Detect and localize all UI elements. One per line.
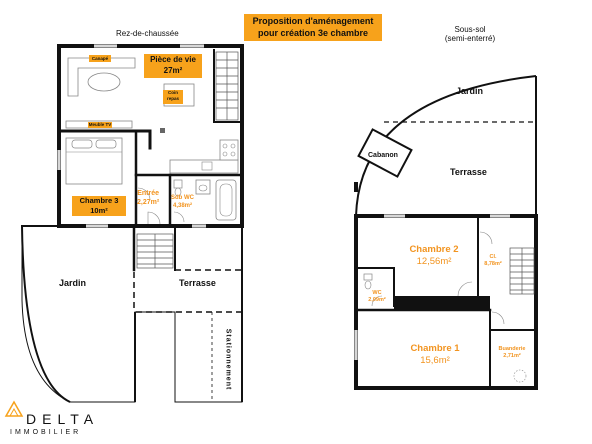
proposal-line2: pour création 3e chambre: [257, 28, 369, 38]
entry-name: Entrée: [137, 190, 159, 197]
tv-cabinet-label: Meuble TV: [88, 122, 112, 128]
basement-title-line2: (semi-enterré): [444, 34, 496, 43]
wc-area: 2,09m²: [368, 297, 386, 303]
ground-terrace-label: Terrasse: [179, 278, 216, 288]
sofa-label: Canapé: [89, 55, 111, 62]
bathroom-area: 4,38m²: [172, 203, 192, 209]
laundry-area: 2,71m²: [503, 353, 521, 359]
parking-label: Stationnement: [224, 328, 232, 391]
proposal-badge: Proposition d'aménagement pour création …: [244, 14, 382, 41]
basement-garden-label: Jardin: [456, 86, 484, 96]
ground-outer-wall: [57, 44, 244, 228]
bedroom1-name: Chambre 1: [410, 343, 460, 354]
bathroom-label: Sdb WC 4,38m²: [171, 194, 194, 210]
shed-label: Cabanon: [368, 152, 398, 159]
living-room-area: 27m²: [163, 66, 183, 75]
entry-label: Entrée 2,27m²: [137, 189, 159, 207]
ground-garden-label: Jardin: [59, 278, 87, 288]
bedroom3-label: Chambre 3 10m²: [72, 196, 126, 216]
laundry-label: Buanderie 2,71m²: [491, 346, 533, 360]
bedroom1-area: 15,6m²: [420, 355, 450, 366]
entry-area: 2,27m²: [137, 199, 160, 206]
bedroom2-area: 12,56m²: [416, 256, 452, 267]
closet-label: Cl. 8,78m²: [480, 254, 506, 268]
dining-label: Coin repas: [163, 90, 183, 104]
wc-name: WC: [372, 290, 382, 296]
basement-title: Sous-sol (semi-enterré): [440, 25, 500, 43]
laundry-name: Buanderie: [498, 346, 526, 352]
basement-title-line1: Sous-sol: [454, 25, 486, 34]
wc-label: WC 2,09m²: [362, 290, 392, 304]
closet-name: Cl.: [489, 254, 497, 260]
closet-area: 8,78m²: [484, 261, 502, 267]
logo-brand: DELTA: [26, 411, 100, 427]
bedroom3-name: Chambre 3: [79, 196, 119, 205]
logo-subtitle: IMMOBILIER: [10, 429, 82, 436]
bathroom-name: Sdb WC: [171, 195, 194, 201]
ground-floor-title: Rez-de-chaussée: [116, 29, 179, 38]
ground-floor-plan: [21, 44, 244, 403]
living-room-label: Pièce de vie 27m²: [144, 54, 202, 78]
basement-terrace-label: Terrasse: [450, 167, 487, 177]
proposal-line1: Proposition d'aménagement: [252, 16, 374, 26]
delta-logo-icon: [4, 400, 24, 417]
living-room-name: Pièce de vie: [150, 55, 196, 64]
bedroom3-area: 10m²: [90, 206, 108, 215]
bedroom2-name: Chambre 2: [409, 244, 459, 255]
basement-plan: [354, 75, 538, 390]
bedroom2-label: Chambre 2 12,56m²: [404, 244, 464, 268]
bedroom1-label: Chambre 1 15,6m²: [404, 343, 466, 367]
